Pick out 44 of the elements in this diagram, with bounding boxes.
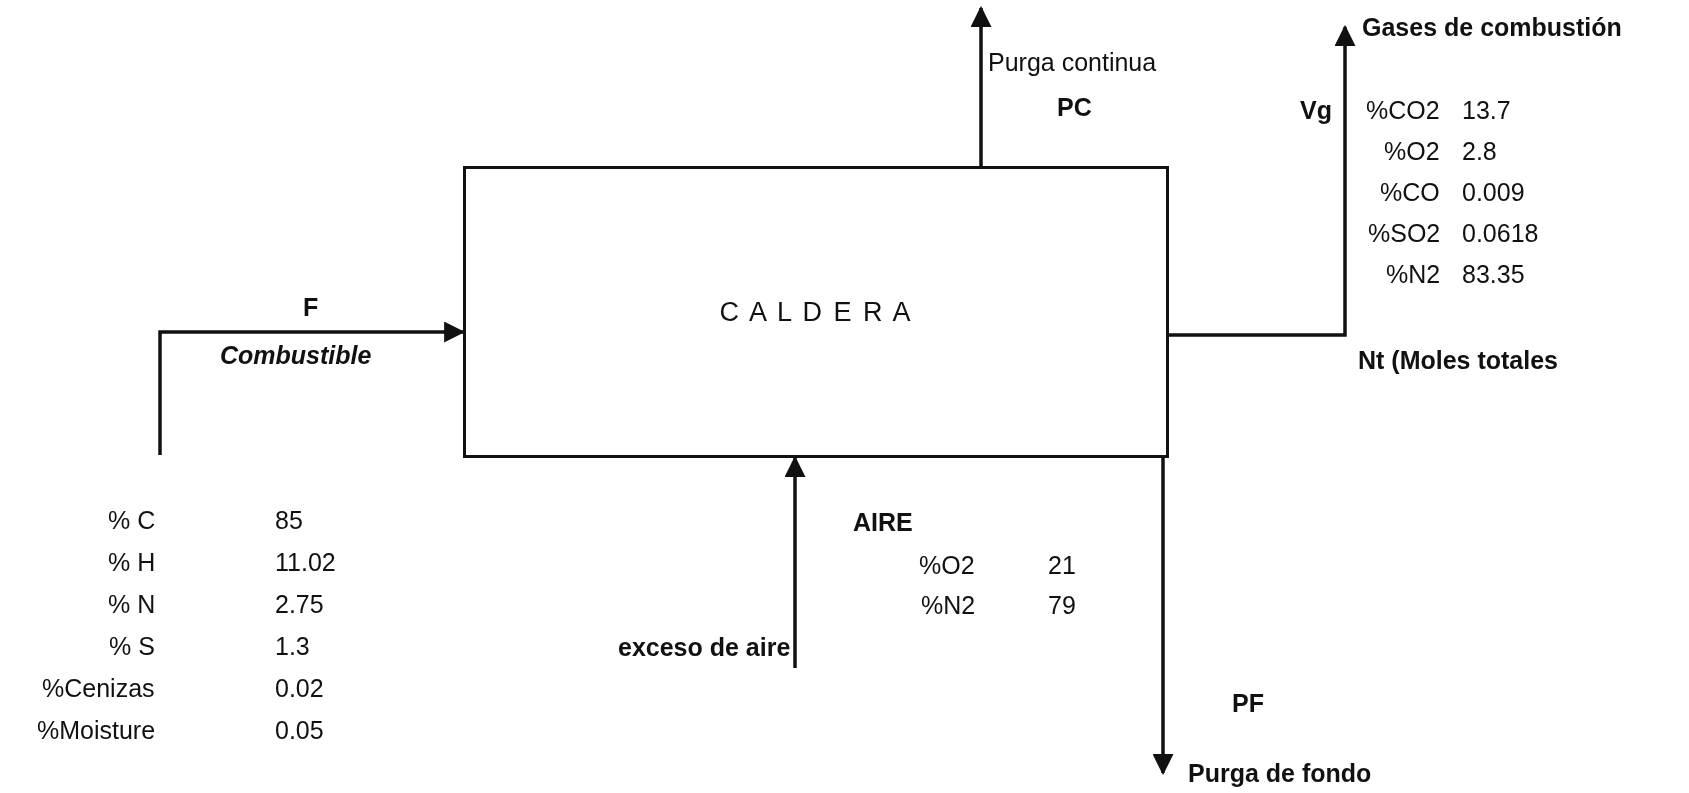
composition-name: %Moisture <box>37 715 156 745</box>
stream-label: AIRE <box>853 507 913 537</box>
stream-label: PC <box>1057 92 1092 122</box>
composition-value: 21 <box>1048 550 1076 580</box>
edge-label: exceso de aire <box>618 632 791 662</box>
composition-name: %O2 <box>1384 136 1440 166</box>
stream-label: Combustible <box>220 340 372 370</box>
composition-value: 2.75 <box>275 589 324 619</box>
composition-name: % N <box>108 589 156 619</box>
edge-label: PF <box>1232 688 1264 718</box>
composition-name: %CO2 <box>1366 95 1440 125</box>
composition-name: %N2 <box>921 590 976 620</box>
composition-value: 83.35 <box>1462 259 1525 289</box>
composition-name: %CO <box>1380 177 1440 207</box>
composition-value: 0.05 <box>275 715 324 745</box>
composition-value: 0.009 <box>1462 177 1525 207</box>
stream-label: Vg <box>1300 95 1332 125</box>
composition-value: 13.7 <box>1462 95 1511 125</box>
composition-value: 0.0618 <box>1462 218 1539 248</box>
stream-label: Gases de combustión <box>1362 12 1622 42</box>
edge-label: Purga continua <box>988 47 1157 77</box>
composition-name: % S <box>109 631 155 661</box>
arrow <box>1169 24 1356 337</box>
composition-value: 2.8 <box>1462 136 1497 166</box>
arrow <box>784 455 806 668</box>
stream-label: Nt (Moles totales <box>1358 345 1559 375</box>
composition-name: %N2 <box>1386 259 1441 289</box>
arrow <box>970 5 992 166</box>
edge-label: F <box>303 292 319 322</box>
composition-name: %SO2 <box>1368 218 1441 248</box>
arrow <box>1152 458 1174 776</box>
composition-value: 85 <box>275 505 303 535</box>
composition-value: 11.02 <box>275 547 336 577</box>
boiler-label: C A L D E R A <box>719 296 913 328</box>
composition-name: % H <box>108 547 156 577</box>
composition-name: %Cenizas <box>42 673 155 703</box>
composition-value: 79 <box>1048 590 1076 620</box>
composition-name: %O2 <box>919 550 975 580</box>
composition-value: 0.02 <box>275 673 324 703</box>
arrow <box>158 321 466 455</box>
composition-value: 1.3 <box>275 631 310 661</box>
boiler-box <box>463 166 1169 458</box>
composition-name: % C <box>108 505 156 535</box>
stream-label: Purga de fondo <box>1188 758 1372 788</box>
